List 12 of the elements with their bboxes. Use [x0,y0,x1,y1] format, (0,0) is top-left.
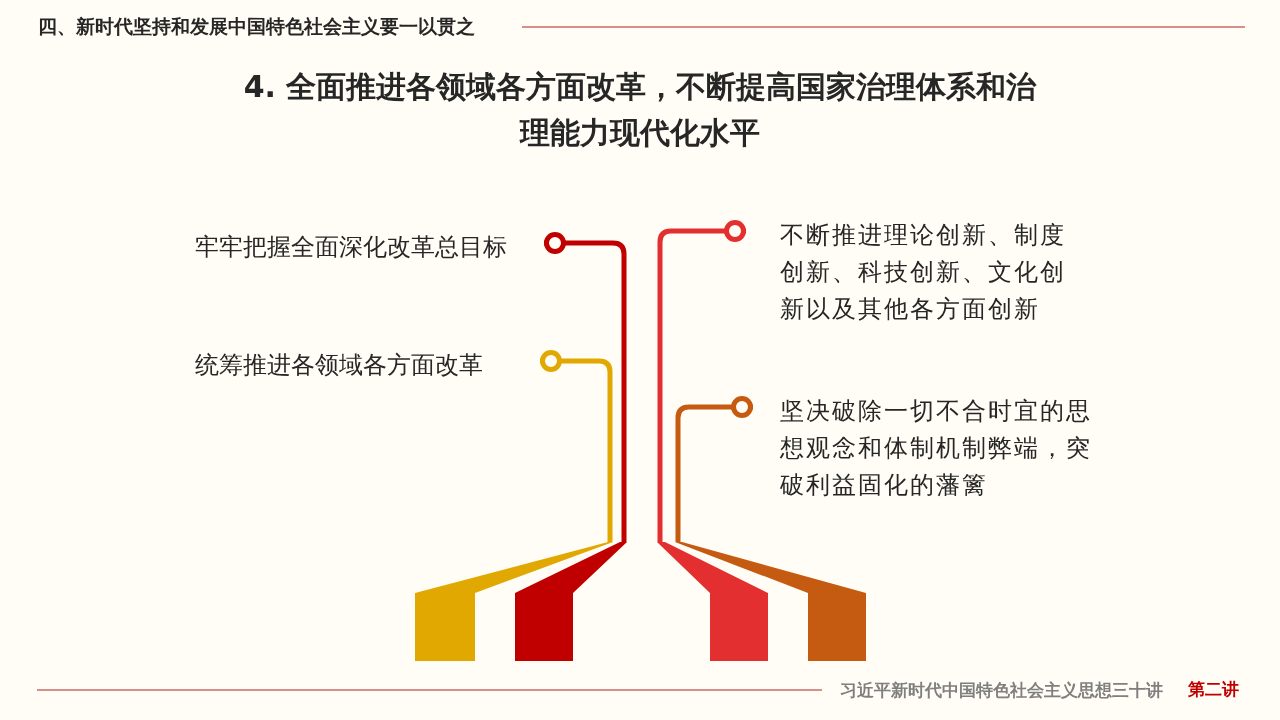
section-heading: 四、新时代坚持和发展中国特色社会主义要一以贯之 [38,14,475,39]
item-text: 牢牢把握全面深化改革总目标 [195,232,508,263]
connector-line [675,396,753,542]
item-text: 坚决破除一切不合时宜的思想观念和体制机制弊端，突破利益固化的藩篱 [780,396,1093,501]
item-text: 不断推进理论创新、制度创新、科技创新、文化创新以及其他各方面创新 [780,220,1067,325]
connector-line [657,220,746,542]
footer-text: 习近平新时代中国特色社会主义思想三十讲 [840,679,1163,702]
item-text: 统筹推进各领域各方面改革 [195,350,484,381]
connector-line [540,350,613,542]
slide-title: 4. 全面推进各领域各方面改革，不断提高国家治理体系和治理能力现代化水平 [242,68,1038,152]
footer-mark: 第二讲 [1188,678,1239,701]
connector-line [544,232,627,542]
